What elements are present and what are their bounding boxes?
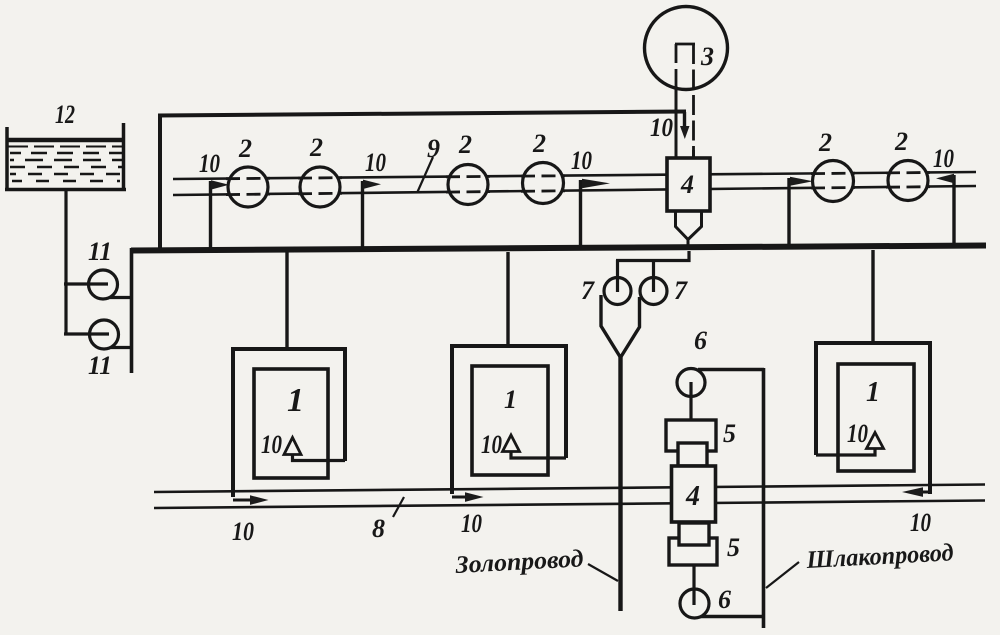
svg-text:12: 12 [55, 100, 75, 129]
svg-text:4: 4 [685, 481, 700, 512]
svg-text:3: 3 [700, 42, 714, 71]
svg-text:10: 10 [461, 509, 482, 538]
svg-text:1: 1 [504, 385, 517, 414]
svg-text:5: 5 [723, 419, 736, 448]
svg-text:2: 2 [532, 129, 546, 158]
svg-text:11: 11 [88, 237, 112, 266]
svg-text:10: 10 [232, 517, 254, 546]
svg-text:7: 7 [581, 276, 595, 305]
svg-text:2: 2 [818, 128, 832, 157]
svg-text:10: 10 [571, 146, 592, 175]
svg-text:10: 10 [650, 113, 673, 142]
svg-text:10: 10 [933, 144, 954, 173]
svg-text:2: 2 [309, 133, 323, 162]
svg-text:5: 5 [727, 533, 740, 562]
svg-text:1: 1 [866, 377, 880, 408]
svg-text:10: 10 [261, 430, 282, 459]
svg-text:6: 6 [718, 585, 731, 614]
svg-text:10: 10 [365, 148, 386, 177]
svg-text:2: 2 [894, 127, 908, 156]
svg-text:9: 9 [427, 134, 440, 163]
svg-text:4: 4 [680, 170, 694, 199]
svg-text:10: 10 [199, 149, 220, 178]
svg-text:11: 11 [88, 351, 112, 380]
svg-text:6: 6 [694, 326, 707, 355]
svg-text:2: 2 [458, 130, 472, 159]
svg-text:7: 7 [674, 276, 688, 305]
svg-text:10: 10 [481, 430, 502, 459]
svg-text:2: 2 [238, 134, 252, 163]
svg-text:10: 10 [910, 508, 931, 537]
svg-text:Золопровод: Золопровод [454, 545, 584, 579]
svg-text:10: 10 [847, 419, 868, 448]
svg-text:1: 1 [287, 382, 304, 419]
svg-text:8: 8 [372, 514, 385, 543]
